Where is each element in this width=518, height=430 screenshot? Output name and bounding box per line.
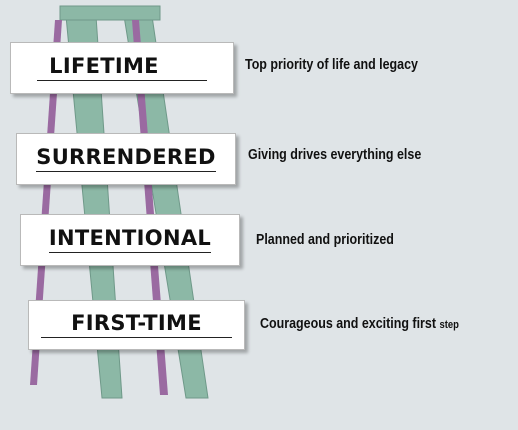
step-sign-first-time: FIRST-TIME [28, 300, 245, 350]
step-label: FIRST-TIME [41, 312, 232, 339]
step-description: Giving drives everything else [248, 147, 422, 163]
step-label: INTENTIONAL [48, 227, 212, 254]
step-description: Courageous and exciting first step [260, 316, 459, 332]
step-sign-lifetime: LIFETIME [10, 42, 234, 94]
step-description: Planned and prioritized [256, 232, 394, 248]
step-label: LIFETIME [37, 55, 207, 82]
step-sign-surrendered: SURRENDERED [16, 133, 236, 185]
step-sign-intentional: INTENTIONAL [20, 214, 240, 266]
step-label: SURRENDERED [36, 146, 216, 173]
step-description: Top priority of life and legacy [245, 57, 418, 73]
